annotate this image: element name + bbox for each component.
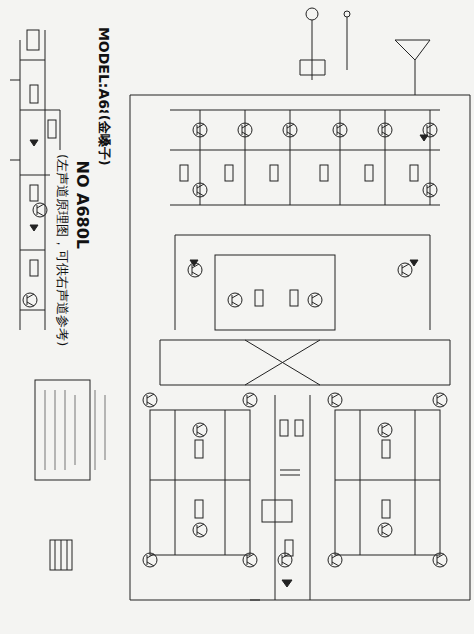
input-stage xyxy=(150,410,440,555)
input-jack xyxy=(50,540,72,570)
bias-network xyxy=(250,395,330,600)
transistor-symbol xyxy=(328,553,342,567)
title-label: NO A680L xyxy=(73,159,91,252)
transistor-symbol xyxy=(278,553,292,567)
transistor-symbol xyxy=(378,523,392,537)
transistor-symbol xyxy=(378,123,392,137)
transistor-symbol xyxy=(143,553,157,567)
transistor-symbol xyxy=(433,393,447,407)
transistor-symbol xyxy=(333,123,347,137)
transistor-symbol xyxy=(243,553,257,567)
transistor-symbol xyxy=(143,393,157,407)
title-label: (左声道原理图，可供右声道参考) xyxy=(55,152,69,348)
speaker-terminal xyxy=(300,8,350,80)
transistor-symbol xyxy=(398,263,412,277)
transistor-symbol xyxy=(193,123,207,137)
note-box xyxy=(35,380,105,480)
transistor-symbol xyxy=(33,203,47,217)
transistor-symbols xyxy=(23,123,447,567)
transistor-symbol xyxy=(193,423,207,437)
transistor-symbol xyxy=(23,293,37,307)
transistor-symbol xyxy=(328,393,342,407)
transistor-symbol xyxy=(378,423,392,437)
title-label: (金嗓子) xyxy=(96,113,110,168)
transistor-symbol xyxy=(193,523,207,537)
transistor-symbol xyxy=(283,123,297,137)
transistor-symbol xyxy=(188,263,202,277)
transistor-symbol xyxy=(238,123,252,137)
transistor-symbol xyxy=(193,183,207,197)
transistor-symbol xyxy=(423,123,437,137)
transistor-symbol xyxy=(243,393,257,407)
transistor-symbol xyxy=(308,293,322,307)
transistor-symbol xyxy=(423,183,437,197)
output-stage xyxy=(130,40,470,600)
transistor-symbol xyxy=(433,553,447,567)
transistor-symbol xyxy=(228,293,242,307)
driver-stage xyxy=(160,235,450,385)
